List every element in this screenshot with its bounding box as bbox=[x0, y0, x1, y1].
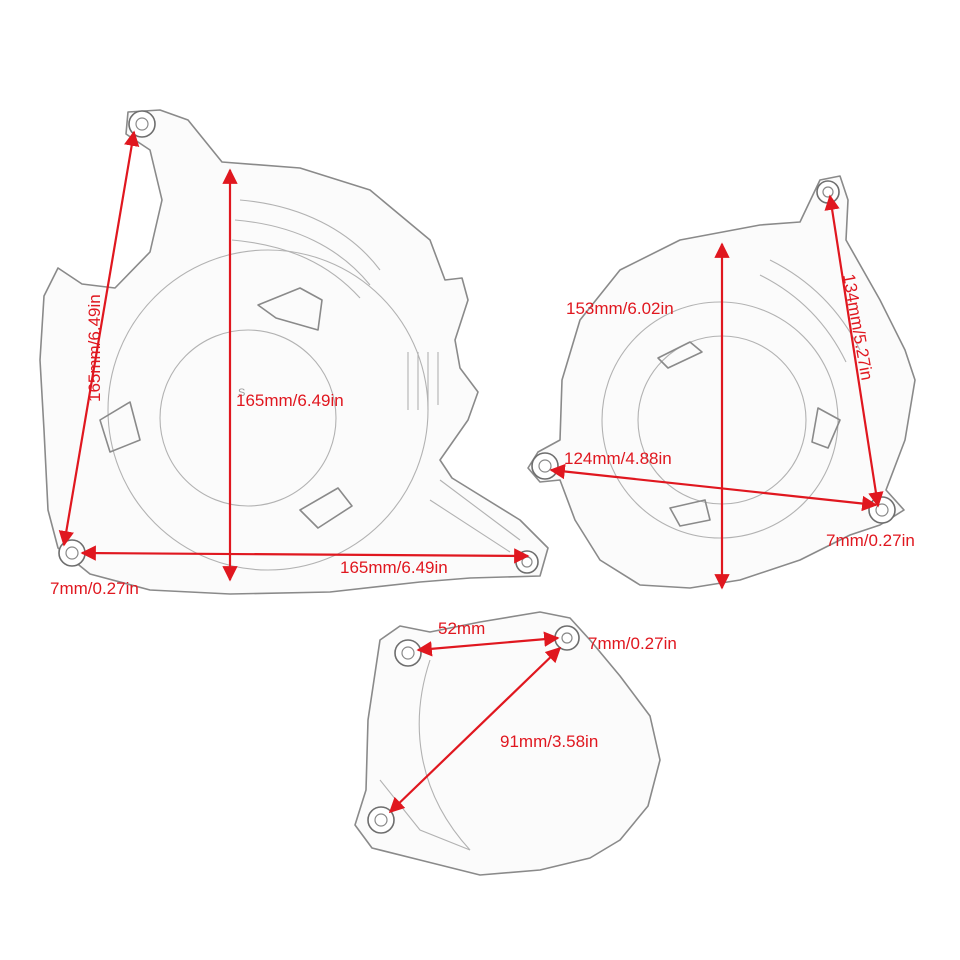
right-cover-hole-label: 7mm/0.27in bbox=[826, 531, 915, 550]
left-cover-diagonal-dimension-line bbox=[58, 130, 140, 547]
left-cover-rib-1 bbox=[239, 199, 381, 271]
right-cover-width-label: 124mm/4.88in bbox=[564, 449, 672, 468]
right-cover-window-top bbox=[657, 341, 703, 369]
left-cover-width-label: 165mm/6.49in bbox=[340, 558, 448, 577]
left-cover-width-dimension-line bbox=[80, 545, 530, 564]
left-cover-rib-3 bbox=[231, 239, 361, 299]
small-cover-hole-left bbox=[394, 639, 422, 667]
right-cover-diagonal-dimension-line bbox=[824, 194, 884, 508]
left-cover-outline bbox=[39, 109, 549, 595]
left-cover-diagonal-label: 165mm/6.49in bbox=[85, 294, 104, 402]
small-cover-diagonal-label: 91mm/3.58in bbox=[500, 732, 598, 751]
right-cover-hole-top bbox=[816, 180, 840, 204]
left-cover-hub bbox=[159, 329, 337, 507]
left-cover-rib-2 bbox=[234, 219, 371, 286]
left-cover-window-top bbox=[257, 287, 323, 331]
right-cover-width-dimension-line bbox=[549, 463, 878, 512]
right-cover-hole-right bbox=[868, 496, 896, 524]
left-cover-hole-right bbox=[515, 550, 539, 574]
left-cover-arm bbox=[429, 479, 521, 553]
right-cover-hole-left bbox=[531, 452, 559, 480]
left-cover-hole-label: 7mm/0.27in bbox=[50, 579, 139, 598]
left-cover-fins bbox=[407, 352, 439, 410]
small-cover-hole-bottom bbox=[367, 806, 395, 834]
small-cover-hole-label: 7mm/0.27in bbox=[588, 634, 677, 653]
left-cover-stamp: S bbox=[238, 387, 245, 399]
left-cover-hole-left bbox=[58, 539, 86, 567]
small-cover-hole-right bbox=[554, 625, 580, 651]
right-cover-height-label: 153mm/6.02in bbox=[566, 299, 674, 318]
left-cover-vertical-label: 165mm/6.49in bbox=[236, 391, 344, 410]
left-cover: S bbox=[39, 109, 549, 595]
small-cover-top-label: 52mm bbox=[438, 619, 485, 638]
small-cover-diagonal-dimension-line bbox=[388, 646, 562, 814]
left-cover-window-bottom bbox=[299, 487, 353, 529]
